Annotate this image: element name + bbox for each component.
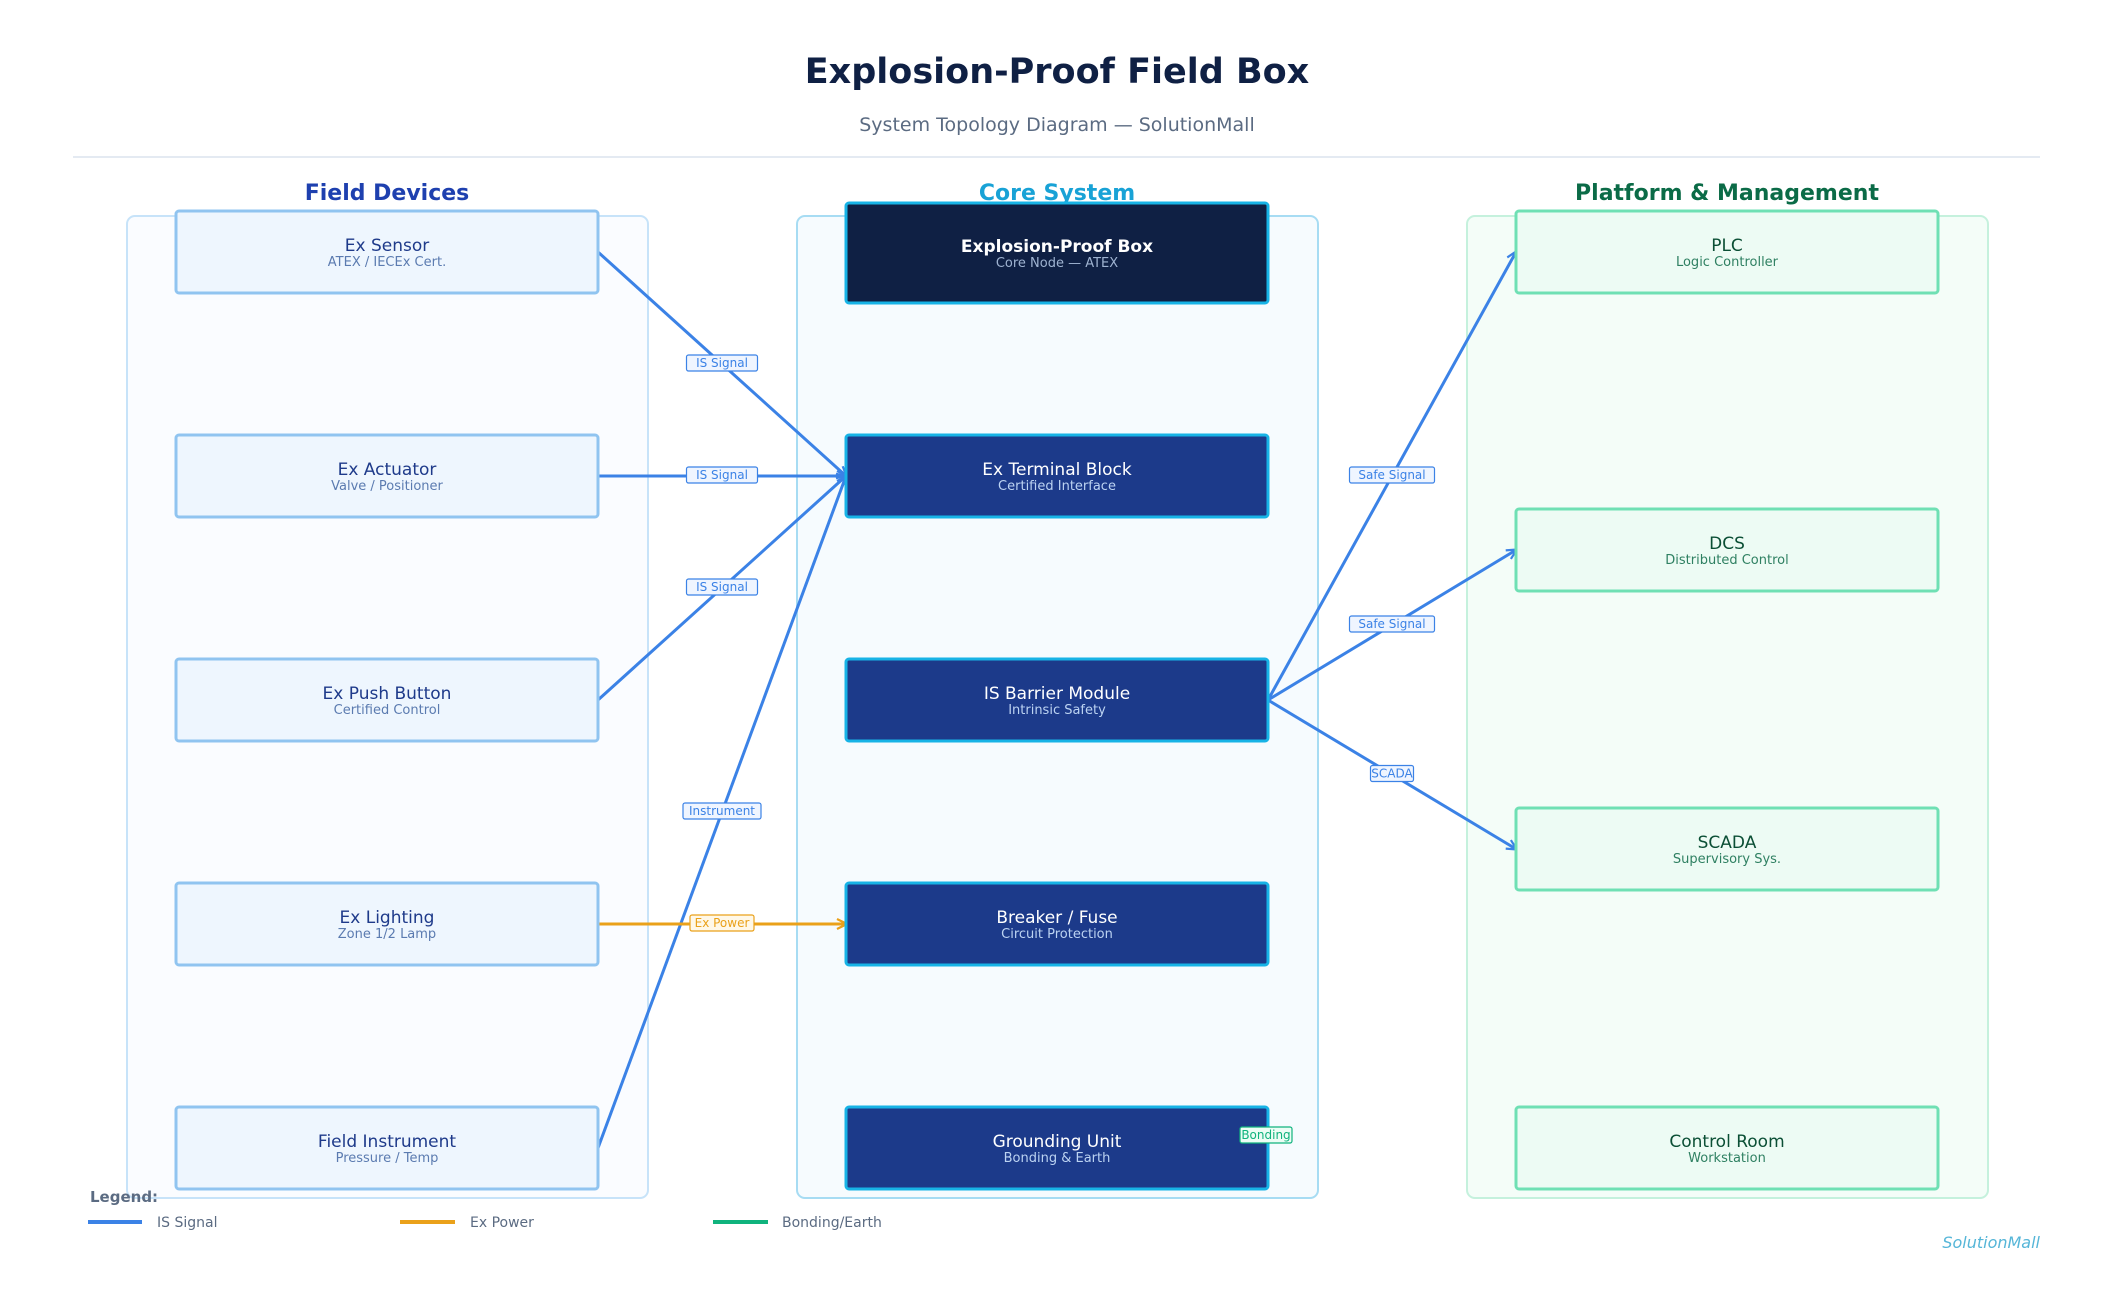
node-title: Ex Actuator	[338, 460, 437, 480]
edge-label-4: Ex Power	[689, 914, 755, 932]
edge-label-text: IS Signal	[696, 580, 748, 594]
node-subtitle: Supervisory Sys.	[1673, 852, 1781, 867]
edge-label-text: Ex Power	[695, 916, 750, 930]
legend-label-is-signal: IS Signal	[157, 1215, 217, 1231]
node-subtitle: Intrinsic Safety	[1008, 703, 1106, 718]
edge-label-box	[689, 914, 755, 932]
node-subtitle: Pressure / Temp	[336, 1151, 439, 1166]
edge-label-box	[685, 354, 759, 372]
node-subtitle: Zone 1/2 Lamp	[338, 927, 436, 942]
node-title: DCS	[1709, 534, 1745, 554]
edge-label-text: Instrument	[689, 804, 755, 818]
node-box	[844, 657, 1270, 743]
node-subtitle: Certified Control	[334, 703, 441, 718]
node-box	[1514, 806, 1940, 892]
node-title: Field Instrument	[318, 1132, 457, 1152]
legend: Legend: IS Signal Ex Power Bonding/Earth	[88, 1188, 882, 1231]
legend-label-ex-power: Ex Power	[470, 1215, 534, 1231]
node-title: Explosion-Proof Box	[961, 237, 1153, 257]
node-title: Ex Lighting	[340, 908, 435, 928]
node-box	[174, 433, 600, 519]
node-box	[844, 881, 1270, 967]
edge-label-5: Safe Signal	[1348, 466, 1436, 484]
edge-label-3: Instrument	[682, 802, 762, 820]
legend-title: Legend:	[90, 1188, 158, 1206]
edge-label-text: SCADA	[1371, 767, 1413, 781]
edge-label-box	[685, 466, 759, 484]
edge-label-7: SCADA	[1369, 764, 1415, 783]
edge-label-box	[685, 578, 759, 596]
edge-label-text: IS Signal	[696, 468, 748, 482]
edge-label-box	[1369, 764, 1415, 783]
diagram-subtitle: System Topology Diagram — SolutionMall	[859, 114, 1254, 136]
edge-label-box	[1348, 615, 1436, 633]
node-subtitle: Workstation	[1688, 1151, 1766, 1166]
node-subtitle: Valve / Positioner	[331, 479, 443, 494]
edge-label-box	[1348, 466, 1436, 484]
edge-label-text: Safe Signal	[1358, 617, 1425, 631]
node-title: Ex Sensor	[345, 236, 429, 256]
node-box	[174, 881, 600, 967]
node-subtitle: Distributed Control	[1665, 553, 1788, 568]
edge-label-0: IS Signal	[685, 354, 759, 372]
bonding-tag: Bonding	[1239, 1126, 1293, 1144]
node-subtitle: Logic Controller	[1676, 255, 1779, 270]
brand-watermark: SolutionMall	[1942, 1233, 2040, 1252]
edge-label-6: Safe Signal	[1348, 615, 1436, 633]
node-subtitle: ATEX / IECEx Cert.	[328, 255, 446, 270]
edge-label-box	[682, 802, 762, 820]
node-box	[1514, 507, 1940, 593]
node-box	[174, 1105, 600, 1191]
node-subtitle: Bonding & Earth	[1004, 1151, 1111, 1166]
node-box	[1514, 1105, 1940, 1191]
node-subtitle: Circuit Protection	[1001, 927, 1113, 942]
legend-label-bonding: Bonding/Earth	[782, 1215, 882, 1231]
node-title: SCADA	[1698, 833, 1757, 853]
edge-label-text: Safe Signal	[1358, 468, 1425, 482]
platform-panel	[1466, 215, 1989, 1199]
edge-label-2: IS Signal	[685, 578, 759, 596]
bonding-tag-label: Bonding	[1241, 1128, 1290, 1142]
node-title: Control Room	[1669, 1132, 1784, 1152]
node-title: Breaker / Fuse	[996, 908, 1117, 928]
node-title: Ex Terminal Block	[982, 460, 1132, 480]
node-box	[844, 433, 1270, 519]
node-box	[174, 657, 600, 743]
edge-label-1: IS Signal	[685, 466, 759, 484]
node-subtitle: Certified Interface	[998, 479, 1116, 494]
diagram-title: Explosion-Proof Field Box	[805, 52, 1310, 92]
node-box	[844, 201, 1270, 305]
node-title: PLC	[1711, 236, 1743, 256]
node-box	[844, 1105, 1270, 1191]
node-box	[1514, 209, 1940, 295]
node-title: Ex Push Button	[323, 684, 452, 704]
node-title: Grounding Unit	[993, 1132, 1122, 1152]
column-heading-platform: Platform & Management	[1575, 181, 1879, 206]
node-subtitle: Core Node — ATEX	[996, 256, 1118, 271]
edge-label-text: IS Signal	[696, 356, 748, 370]
column-heading-field-devices: Field Devices	[305, 181, 470, 206]
node-title: IS Barrier Module	[984, 684, 1130, 704]
node-box	[174, 209, 600, 295]
